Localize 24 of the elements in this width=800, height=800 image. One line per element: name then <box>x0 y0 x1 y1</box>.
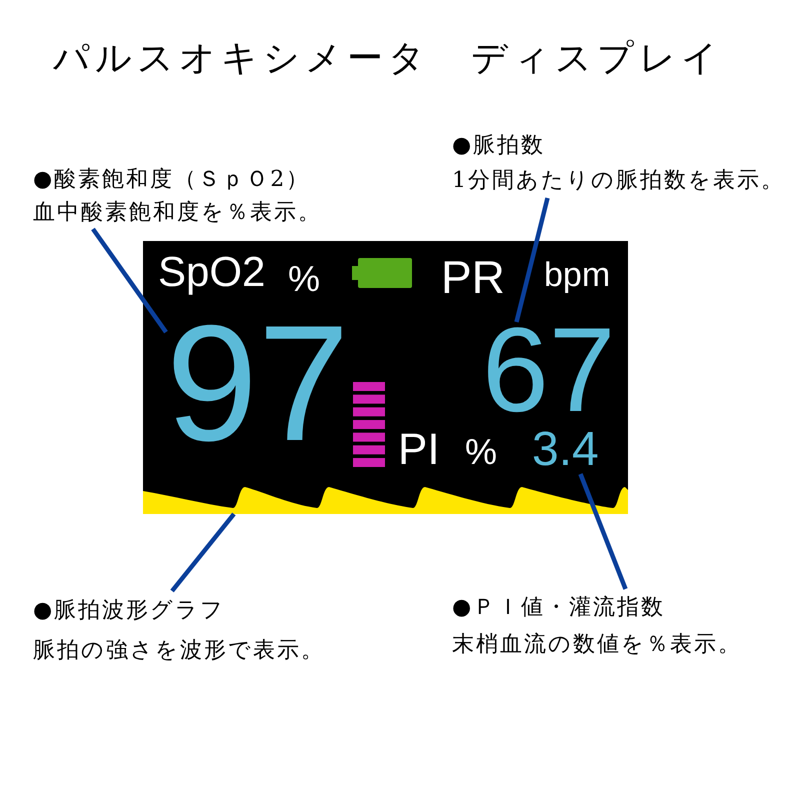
display-label: PI <box>398 428 440 472</box>
callout-heading: ●脈拍波形グラフ <box>33 597 226 625</box>
callout-text: 血中酸素飽和度を％表示。 <box>33 199 322 227</box>
display-label: % <box>288 261 320 297</box>
callout-heading: ●脈拍数 <box>452 132 546 160</box>
display-label: % <box>465 434 498 470</box>
callout-heading: ●酸素飽和度（ＳｐＯ2） <box>33 166 312 194</box>
leader-line <box>578 473 628 590</box>
display-screen <box>143 241 628 514</box>
leader-line <box>514 197 550 323</box>
title: パルスオキシメータ ディスプレイ <box>53 41 723 77</box>
callout-text: 1分間あたりの脈拍数を表示。 <box>452 167 785 195</box>
leader-line <box>91 228 168 334</box>
display-label: PR <box>441 254 505 300</box>
display-label: bpm <box>544 258 610 292</box>
reading-value: 67 <box>482 322 616 418</box>
reading-value: 3.4 <box>532 426 599 474</box>
callout-text: 末梢血流の数値を％表示。 <box>452 631 742 659</box>
callout-text: 脈拍の強さを波形で表示。 <box>33 637 325 665</box>
callout-heading: ●ＰＩ値・灌流指数 <box>452 594 666 622</box>
pulse-waveform <box>143 486 628 514</box>
reading-value: 97 <box>166 317 350 449</box>
leader-line <box>170 512 236 592</box>
display-label: SpO2 <box>158 251 266 293</box>
